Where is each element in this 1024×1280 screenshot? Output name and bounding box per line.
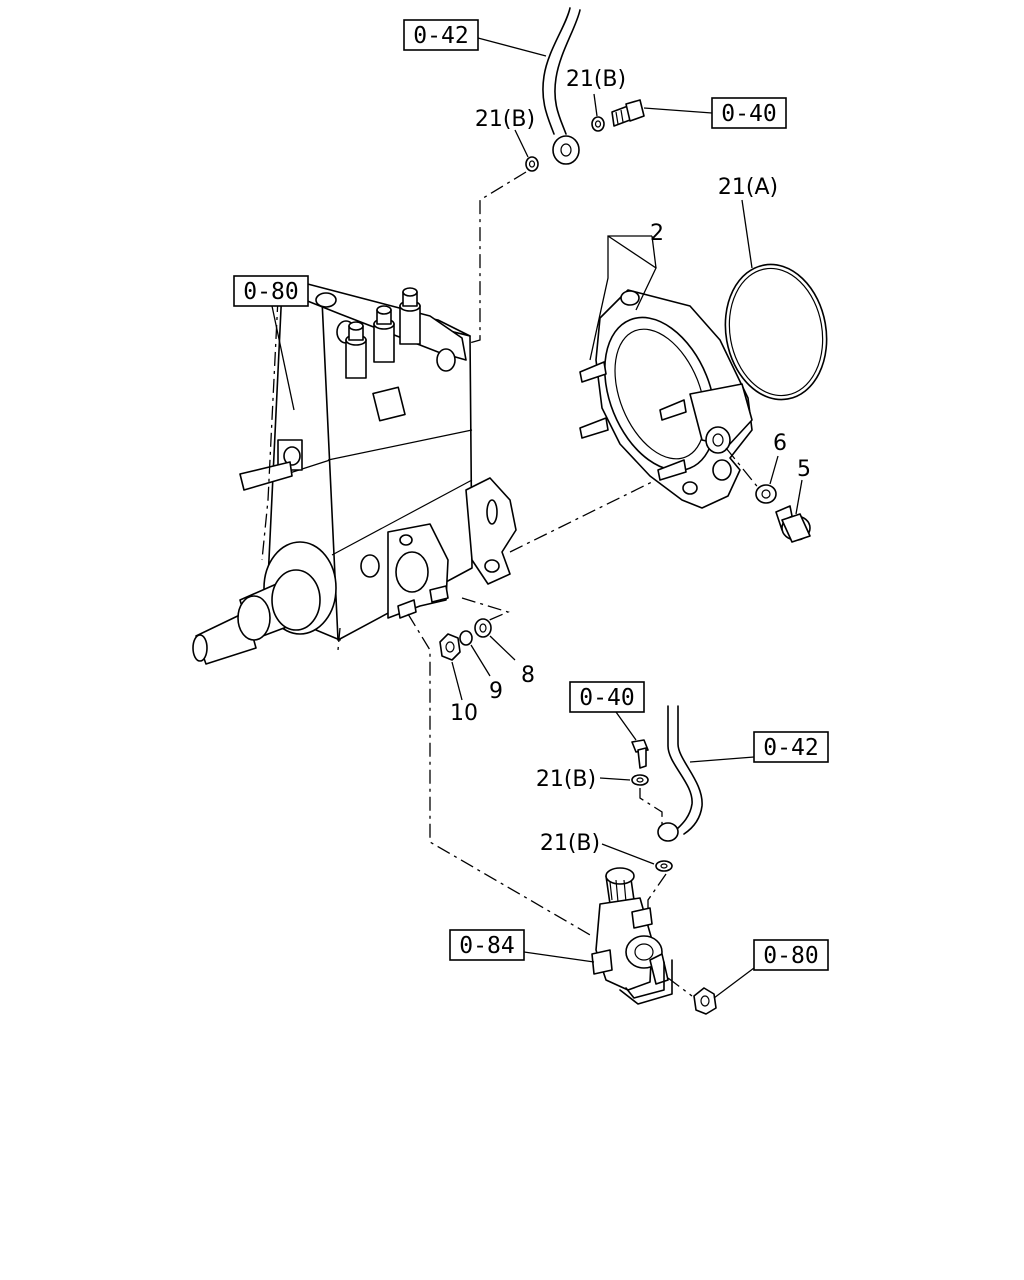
callout-ref-filter[interactable]: 0-84	[449, 929, 525, 961]
leader-washer-top-left	[514, 129, 529, 158]
label-washer-mid-upper: 21(B)	[536, 767, 596, 792]
centerline-housing	[509, 477, 661, 553]
delivery-valve-1	[345, 321, 367, 379]
o-ring-inner	[728, 267, 824, 397]
o-ring	[724, 263, 828, 401]
adapter-housing	[579, 289, 753, 509]
washer-mid-lower	[655, 860, 673, 872]
callout-ref-mid-line[interactable]: 0-42	[753, 731, 829, 763]
label-washer-mid-lower: 21(B)	[540, 831, 600, 856]
callout-ref-top-line-text: 0-42	[413, 23, 468, 49]
leader-housing	[589, 235, 657, 361]
drive-shaft	[192, 541, 337, 665]
centerline-washers	[461, 597, 510, 625]
label-housing: 2	[650, 221, 664, 246]
leader-nut	[451, 661, 463, 701]
label-gasket: 6	[773, 431, 787, 456]
leader-plug	[795, 479, 803, 515]
lock-washer	[459, 630, 473, 646]
callout-ref-top-bolt-text: 0-40	[721, 101, 776, 127]
delivery-valve-3	[399, 287, 421, 345]
callout-ref-mid-bolt-text: 0-40	[579, 685, 634, 711]
leader-ref-top-line	[477, 37, 547, 57]
label-plug: 5	[797, 457, 811, 482]
mid-fuel-line	[657, 705, 703, 842]
leader-ref-top-bolt	[643, 107, 713, 114]
nut	[439, 633, 461, 661]
centerline-plug	[725, 447, 761, 491]
leader-lock-washer	[470, 644, 491, 677]
leader-washer-pump	[489, 635, 516, 661]
banjo-bolt-mid	[631, 739, 649, 769]
leader-washer-top-right	[593, 93, 598, 117]
callout-ref-pump[interactable]: 0-80	[233, 275, 309, 307]
injection-pump	[192, 281, 517, 665]
leader-gasket	[769, 455, 779, 485]
callout-ref-nut-text: 0-80	[763, 943, 818, 969]
banjo-bolt-top	[611, 99, 645, 127]
centerline-pump-bottom	[337, 627, 341, 651]
label-washer-top-right: 21(B)	[566, 67, 626, 92]
washer-mid-upper	[631, 774, 649, 786]
label-washer-top-left: 21(B)	[475, 107, 535, 132]
washer-top-right	[591, 116, 605, 132]
centerline-filter	[647, 873, 667, 912]
delivery-valve-2	[373, 305, 395, 363]
callout-ref-pump-text: 0-80	[243, 279, 298, 305]
callout-ref-mid-line-text: 0-42	[763, 735, 818, 761]
plug	[775, 505, 811, 543]
feed-pump	[591, 867, 673, 1005]
label-washer-pump: 8	[521, 663, 535, 688]
centerline-top	[461, 171, 527, 346]
leader-washer-mid-upper	[599, 777, 631, 781]
centerline-feed-pump	[407, 613, 593, 937]
centerline-pump-left	[261, 297, 279, 561]
label-nut: 10	[450, 701, 478, 726]
leader-ref-mid-bolt	[615, 711, 637, 741]
nut-lower	[693, 987, 717, 1015]
washer-top-left	[525, 156, 539, 172]
callout-ref-top-line[interactable]: 0-42	[403, 19, 479, 51]
callout-ref-filter-text: 0-84	[459, 933, 514, 959]
leader-washer-mid-lower	[601, 843, 655, 865]
leader-ref-filter	[523, 951, 595, 963]
gasket	[755, 484, 777, 504]
callout-ref-mid-bolt[interactable]: 0-40	[569, 681, 645, 713]
leader-o-ring	[741, 199, 753, 269]
leader-ref-mid-line	[689, 756, 755, 763]
label-lock-washer: 9	[489, 679, 503, 704]
label-o-ring: 21(A)	[718, 175, 778, 200]
centerline-mid	[639, 788, 663, 826]
leader-ref-pump	[271, 305, 295, 411]
top-fuel-line	[542, 7, 581, 165]
callout-ref-nut[interactable]: 0-80	[753, 939, 829, 971]
leader-ref-nut	[713, 967, 755, 999]
washer-pump	[474, 618, 492, 638]
callout-ref-top-bolt[interactable]: 0-40	[711, 97, 787, 129]
centerline-nut	[667, 977, 693, 997]
